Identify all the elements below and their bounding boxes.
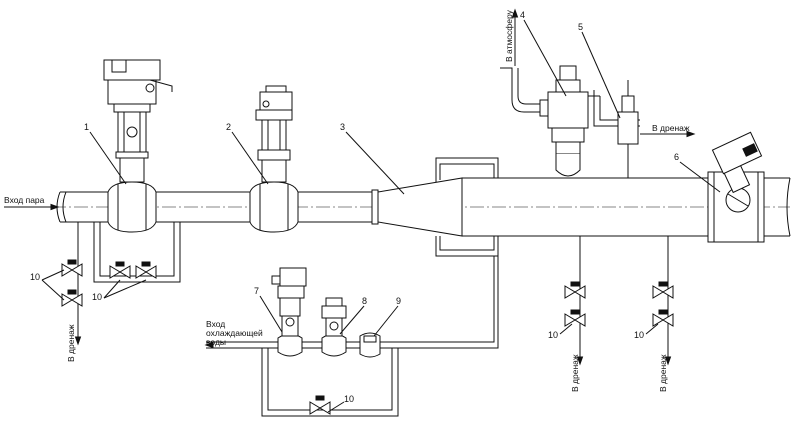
- control-valve-2: [249, 85, 299, 233]
- to-drains-label-mid: В дренаж: [570, 354, 580, 392]
- callout-8: 8: [362, 296, 367, 306]
- reducer-bypass-loop: [420, 157, 499, 349]
- drain-valve-far-upper: [652, 281, 674, 299]
- control-valve-1: [103, 59, 173, 233]
- callout-1: 1: [84, 122, 89, 132]
- to-atmosphere-arrow: [511, 8, 519, 66]
- bypass-valve-left-2: [135, 261, 157, 279]
- bypass-valve-bottom: [309, 395, 331, 415]
- callout-10-far: 10: [634, 330, 644, 340]
- separator-5: [617, 80, 696, 178]
- steam-inlet-arrow: [4, 203, 60, 211]
- drain-line-mid: [576, 236, 584, 366]
- cooling-water-valve-7: [271, 267, 307, 357]
- to-drains-label-right: В дренаж: [652, 123, 690, 133]
- callout-7: 7: [254, 286, 259, 296]
- callout-10-left: 10: [30, 272, 40, 282]
- motorised-valve-6: [711, 131, 763, 213]
- callout-4: 4: [520, 10, 525, 20]
- callout-5: 5: [578, 22, 583, 32]
- callout-10-bypass: 10: [92, 292, 102, 302]
- left-drain-piping: [74, 222, 181, 346]
- left-drain-valve-upper: [61, 259, 83, 277]
- callout-3: 3: [340, 122, 345, 132]
- cooling-water-label-3: воды: [206, 337, 226, 347]
- drain-valve-far-lower: [652, 309, 674, 327]
- callout-6: 6: [674, 152, 679, 162]
- drain-line-far: [664, 236, 672, 366]
- callout-9: 9: [396, 296, 401, 306]
- to-atmosphere-label: В атмосферу: [504, 9, 514, 62]
- cooling-water-label-2: охлаждающей: [206, 328, 263, 338]
- steam-inlet-label: Вход пара: [4, 195, 45, 205]
- bypass-valve-left-1: [109, 261, 131, 279]
- callout-2: 2: [226, 122, 231, 132]
- to-drains-label-left: В дренаж: [66, 324, 76, 362]
- drain-valve-mid-upper: [564, 281, 586, 299]
- left-drain-valve-lower: [61, 289, 83, 307]
- cooling-water-valve-8: [321, 297, 347, 357]
- reducer-cone: [371, 177, 463, 237]
- drain-valve-mid-lower: [564, 309, 586, 327]
- callout-10-mid: 10: [548, 330, 558, 340]
- callout-10-bottom: 10: [344, 394, 354, 404]
- callout-leaders: [41, 19, 721, 413]
- cooling-water-valve-9: [359, 332, 381, 358]
- cooling-water-label-1: Вход: [206, 319, 225, 329]
- to-drains-label-far: В дренаж: [658, 354, 668, 392]
